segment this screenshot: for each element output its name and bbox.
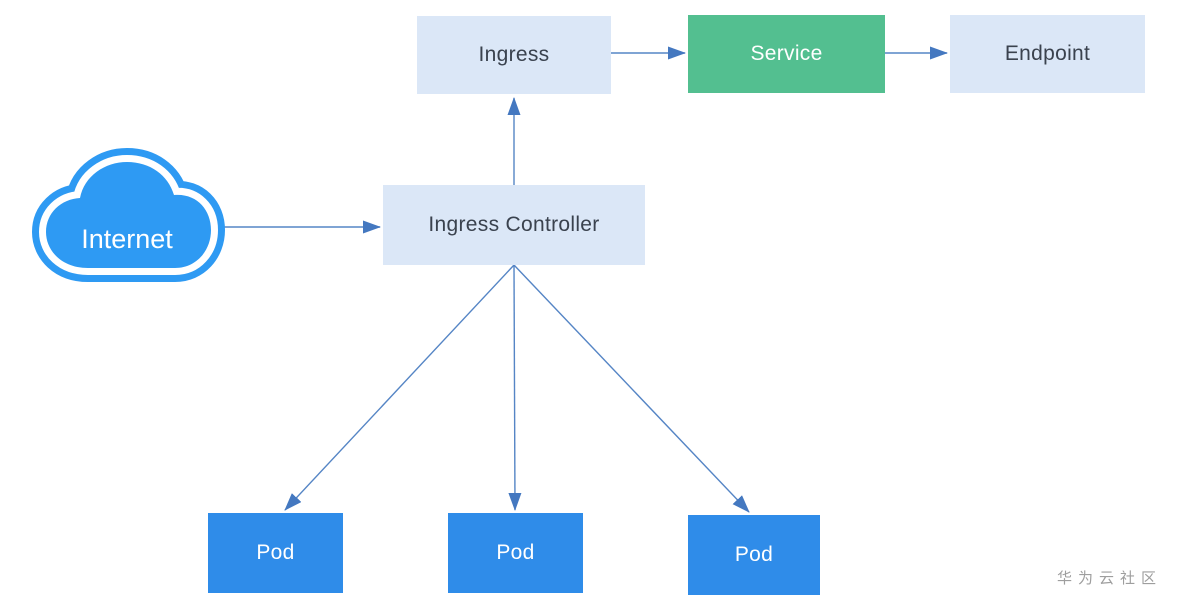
node-ingress-label: Ingress bbox=[478, 43, 550, 66]
internet-cloud-icon bbox=[32, 148, 225, 282]
watermark-text: 华为云社区 bbox=[1056, 570, 1162, 587]
node-ingress: Ingress bbox=[417, 16, 611, 94]
node-ingress-controller: Ingress Controller bbox=[383, 185, 645, 265]
edge-controller-to-pod2 bbox=[508, 264, 522, 511]
edge-controller-to-pod1 bbox=[284, 264, 515, 511]
node-pod-3-label: Pod bbox=[734, 543, 774, 566]
node-pod-2: Pod bbox=[448, 513, 583, 593]
node-endpoint-label: Endpoint bbox=[1004, 42, 1091, 65]
node-pod-3: Pod bbox=[688, 515, 820, 595]
node-service-label: Service bbox=[750, 42, 823, 65]
node-internet: Internet bbox=[28, 148, 226, 290]
node-pod-1-label: Pod bbox=[256, 541, 295, 564]
edge-controller-to-pod3 bbox=[513, 264, 750, 513]
node-service: Service bbox=[688, 15, 885, 93]
node-internet-label: Internet bbox=[81, 224, 173, 254]
node-endpoint: Endpoint bbox=[950, 15, 1145, 93]
node-ingress-controller-label: Ingress Controller bbox=[428, 213, 600, 236]
node-pod-2-label: Pod bbox=[496, 541, 535, 564]
node-pod-1: Pod bbox=[208, 513, 343, 593]
